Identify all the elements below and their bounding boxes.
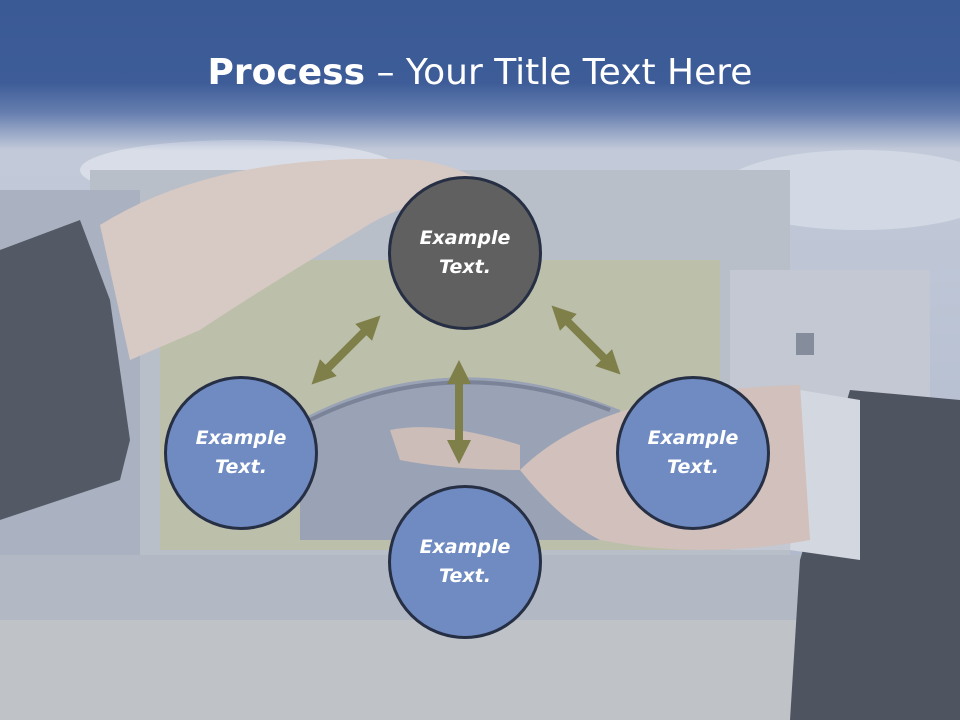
title-bar — [0, 0, 960, 150]
node-right-label: Example Text. — [647, 427, 739, 478]
node-left-label: Example Text. — [195, 427, 287, 478]
node-top: Example Text. — [388, 176, 542, 330]
node-left: Example Text. — [164, 376, 318, 530]
title-rest: – Your Title Text Here — [365, 52, 753, 93]
node-top-label: Example Text. — [419, 227, 511, 278]
arrow-top-left — [311, 315, 381, 385]
arrow-top-right — [551, 305, 621, 375]
node-bottom: Example Text. — [388, 485, 542, 639]
node-bottom-label: Example Text. — [419, 536, 511, 587]
page-title: Process – Your Title Text Here — [0, 52, 960, 93]
node-right: Example Text. — [616, 376, 770, 530]
title-bold: Process — [207, 52, 366, 93]
